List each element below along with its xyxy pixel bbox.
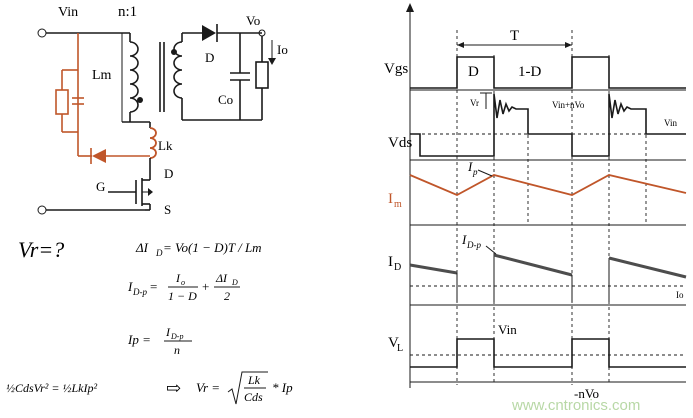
vin-terminal-top xyxy=(37,28,47,38)
io-arrow-icon xyxy=(268,58,276,65)
f3-den: n xyxy=(174,343,180,357)
mosfet-arrow-icon xyxy=(148,188,153,196)
vds-label: Vds xyxy=(388,135,412,151)
vgs-label: Vgs xyxy=(384,61,408,77)
f1-lhs: ΔI xyxy=(135,240,149,255)
vl-waveform xyxy=(410,338,686,368)
im-sub: m xyxy=(394,199,402,210)
flyback-circuit: Vin n:1 Vo Io Lm D Co Lk G D S xyxy=(37,4,288,217)
io-level-label: Io xyxy=(676,290,684,300)
co-label: Co xyxy=(218,92,233,107)
output-diode-label: D xyxy=(205,50,214,65)
gate-label: G xyxy=(96,179,105,194)
ip-sub: p xyxy=(472,167,478,177)
secondary-dot xyxy=(171,49,177,55)
f4-lhs: ½CdsVr² = ½LkIp² xyxy=(6,381,97,395)
id-label: I xyxy=(388,254,393,270)
f3-num-sub: D-p xyxy=(170,332,183,341)
vr-question: Vr=? xyxy=(18,237,64,262)
ip-label: I xyxy=(467,159,473,174)
io-label: Io xyxy=(277,42,288,57)
snubber-diode xyxy=(92,149,106,163)
vl-vin-label: Vin xyxy=(498,322,517,337)
im-waveform xyxy=(409,174,687,196)
vgs-waveform xyxy=(410,56,686,89)
id-segment-3 xyxy=(608,256,687,279)
waveform-panel: T Vgs D 1-D Vds Vr Vin+nVo Vin I m I p I… xyxy=(384,3,687,401)
duty-d-label: D xyxy=(468,64,479,80)
leakage-inductor xyxy=(149,127,157,159)
primary-winding xyxy=(129,41,139,113)
vo-label: Vo xyxy=(246,13,260,28)
f2-sub: D-p xyxy=(132,287,147,297)
f2-plus: + xyxy=(202,279,209,294)
idp-pointer xyxy=(485,245,497,255)
idp-sub: D-p xyxy=(466,240,481,250)
period-label: T xyxy=(510,28,519,44)
idp-label: I xyxy=(461,232,467,247)
f2-num1: I xyxy=(175,271,181,285)
source-label: S xyxy=(164,202,171,217)
f2-num1-sub: o xyxy=(181,278,185,287)
formula-ip: Ip = I D-p n xyxy=(127,325,192,357)
im-label: I xyxy=(388,191,393,207)
implies-arrow-icon: ⇨ xyxy=(166,378,181,398)
lm-label: Lm xyxy=(92,68,112,83)
vr-label: Vr xyxy=(470,98,479,108)
vl-sub: L xyxy=(397,343,403,354)
lk-label: Lk xyxy=(158,138,173,153)
duty-1d-label: 1-D xyxy=(518,64,541,80)
f2-den1: 1 − D xyxy=(168,289,197,303)
id-segment-2 xyxy=(493,253,573,277)
load-resistor xyxy=(255,61,269,89)
period-arrow-right-icon xyxy=(565,42,572,48)
ip-pointer xyxy=(477,169,493,177)
formula-delta-id: ΔI D = Vo(1 − D)T / Lm xyxy=(135,240,262,258)
vin-nvo-label: Vin+nVo xyxy=(552,100,585,110)
f2-num2-sub: D xyxy=(231,278,238,287)
f2-lhs: I xyxy=(127,279,133,294)
formulas: Vr=? ΔI D = Vo(1 − D)T / Lm I D-p = I o … xyxy=(6,237,293,405)
f1-sub: D xyxy=(155,248,163,258)
primary-dot xyxy=(137,97,143,103)
vds-waveform xyxy=(410,93,686,157)
watermark: www.cntronics.com xyxy=(511,397,640,414)
period-arrow-left-icon xyxy=(457,42,464,48)
turns-ratio-label: n:1 xyxy=(118,4,137,20)
vl-label: V xyxy=(388,335,399,351)
output-diode xyxy=(202,25,216,41)
snubber-resistor xyxy=(55,89,69,115)
f4-rhs-post: * Ip xyxy=(272,380,293,395)
vin-label: Vin xyxy=(58,5,78,20)
vin-terminal-bottom xyxy=(37,205,47,215)
f4-root-num: Lk xyxy=(247,373,261,387)
vl-neg-label: -nVo xyxy=(574,386,599,401)
f3-lhs: Ip = xyxy=(127,332,151,347)
f4-root-den: Cds xyxy=(244,390,263,404)
vds-vin-label: Vin xyxy=(664,118,677,128)
id-sub: D xyxy=(394,262,401,273)
f3-num: I xyxy=(165,325,171,339)
drain-label: D xyxy=(164,166,173,181)
sqrt-sign-icon xyxy=(227,371,268,405)
f2-eq: = xyxy=(150,279,157,294)
time-axis-arrow-icon xyxy=(406,3,414,12)
f4-rhs-pre: Vr = xyxy=(196,380,220,395)
id-segment-1 xyxy=(409,263,458,275)
formula-id-peak: I D-p = I o 1 − D + ΔI D 2 xyxy=(127,271,240,303)
formula-vr: ½CdsVr² = ½LkIp² ⇨ Vr = Lk Cds * Ip xyxy=(6,371,293,405)
f2-den2: 2 xyxy=(224,289,230,303)
f1-rhs: = Vo(1 − D)T / Lm xyxy=(163,240,262,255)
f2-num2: ΔI xyxy=(215,271,228,285)
